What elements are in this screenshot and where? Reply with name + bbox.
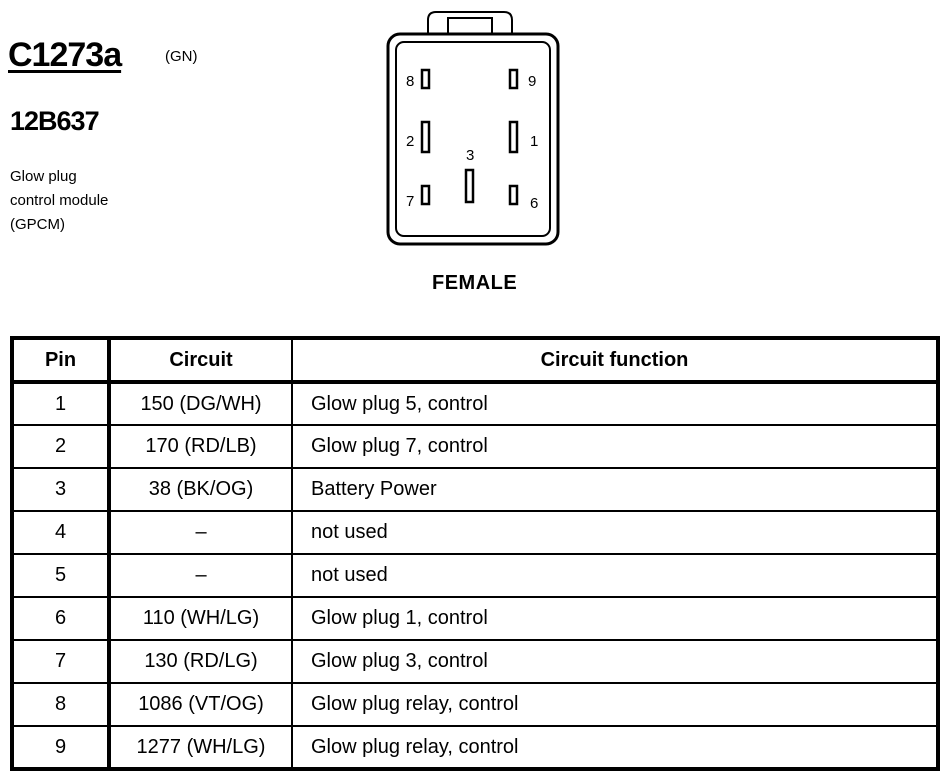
table-row: 6 110 (WH/LG) Glow plug 1, control [11,596,939,641]
cell-circuit: 110 (WH/LG) [108,596,293,641]
cell-function: not used [291,510,939,555]
part-number: 12B637 [10,106,100,136]
pin-label-1: 1 [530,133,538,150]
cell-function: Glow plug relay, control [291,682,939,727]
pin-label-6: 6 [530,195,538,212]
description-line: control module [10,192,109,209]
table-row: 4 – not used [11,510,939,555]
table-row: 8 1086 (VT/OG) Glow plug relay, control [11,682,939,727]
pin-cavity-3 [464,168,475,204]
cell-circuit: 170 (RD/LB) [108,424,293,469]
table-row: 7 130 (RD/LG) Glow plug 3, control [11,639,939,684]
cell-pin: 6 [11,596,111,641]
color-code: (GN) [165,48,198,65]
cell-function: Glow plug relay, control [291,725,939,770]
pin-cavity-9 [508,68,519,90]
cell-function: not used [291,553,939,598]
table-row: 9 1277 (WH/LG) Glow plug relay, control [11,725,939,770]
connector-latch-inner [447,17,493,38]
connector-id: C1273a [8,36,122,74]
pin-cavity-8 [420,68,431,90]
header-circuit: Circuit [108,337,293,384]
cell-circuit: 38 (BK/OG) [108,467,293,512]
header-pin: Pin [11,337,111,384]
table-row: 5 – not used [11,553,939,598]
pin-label-8: 8 [406,73,414,90]
pin-label-9: 9 [528,73,536,90]
header-function: Circuit function [291,337,939,384]
cell-pin: 3 [11,467,111,512]
description-line: (GPCM) [10,216,65,233]
pin-cavity-1 [508,120,519,154]
cell-circuit: 1277 (WH/LG) [108,725,293,770]
table-row: 2 170 (RD/LB) Glow plug 7, control [11,424,939,469]
pin-cavity-6 [508,184,519,206]
connector-gender-label: FEMALE [432,272,518,294]
cell-function: Battery Power [291,467,939,512]
pin-label-2: 2 [406,133,414,150]
cell-pin: 2 [11,424,111,469]
cell-circuit: 1086 (VT/OG) [108,682,293,727]
description-line: Glow plug [10,168,77,185]
cell-pin: 7 [11,639,111,684]
cell-pin: 9 [11,725,111,770]
cell-pin: 1 [11,381,111,426]
connector-description: Glow plug control module (GPCM) [10,165,180,237]
pin-table: Pin Circuit Circuit function 1 150 (DG/W… [10,336,940,771]
cell-function: Glow plug 3, control [291,639,939,684]
cell-circuit: – [108,510,293,555]
cell-circuit: 130 (RD/LG) [108,639,293,684]
pin-cavity-7 [420,184,431,206]
cell-pin: 4 [11,510,111,555]
table-row: 1 150 (DG/WH) Glow plug 5, control [11,381,939,426]
pin-label-3: 3 [466,147,474,164]
connector-body-inner [395,41,551,237]
pin-label-7: 7 [406,193,414,210]
cell-function: Glow plug 7, control [291,424,939,469]
table-row: 3 38 (BK/OG) Battery Power [11,467,939,512]
cell-pin: 5 [11,553,111,598]
pin-cavity-2 [420,120,431,154]
connector-face-diagram: 8 9 2 1 3 7 6 [386,11,560,246]
cell-pin: 8 [11,682,111,727]
cell-circuit: 150 (DG/WH) [108,381,293,426]
cell-function: Glow plug 1, control [291,596,939,641]
table-header-row: Pin Circuit Circuit function [11,337,939,384]
cell-circuit: – [108,553,293,598]
cell-function: Glow plug 5, control [291,381,939,426]
